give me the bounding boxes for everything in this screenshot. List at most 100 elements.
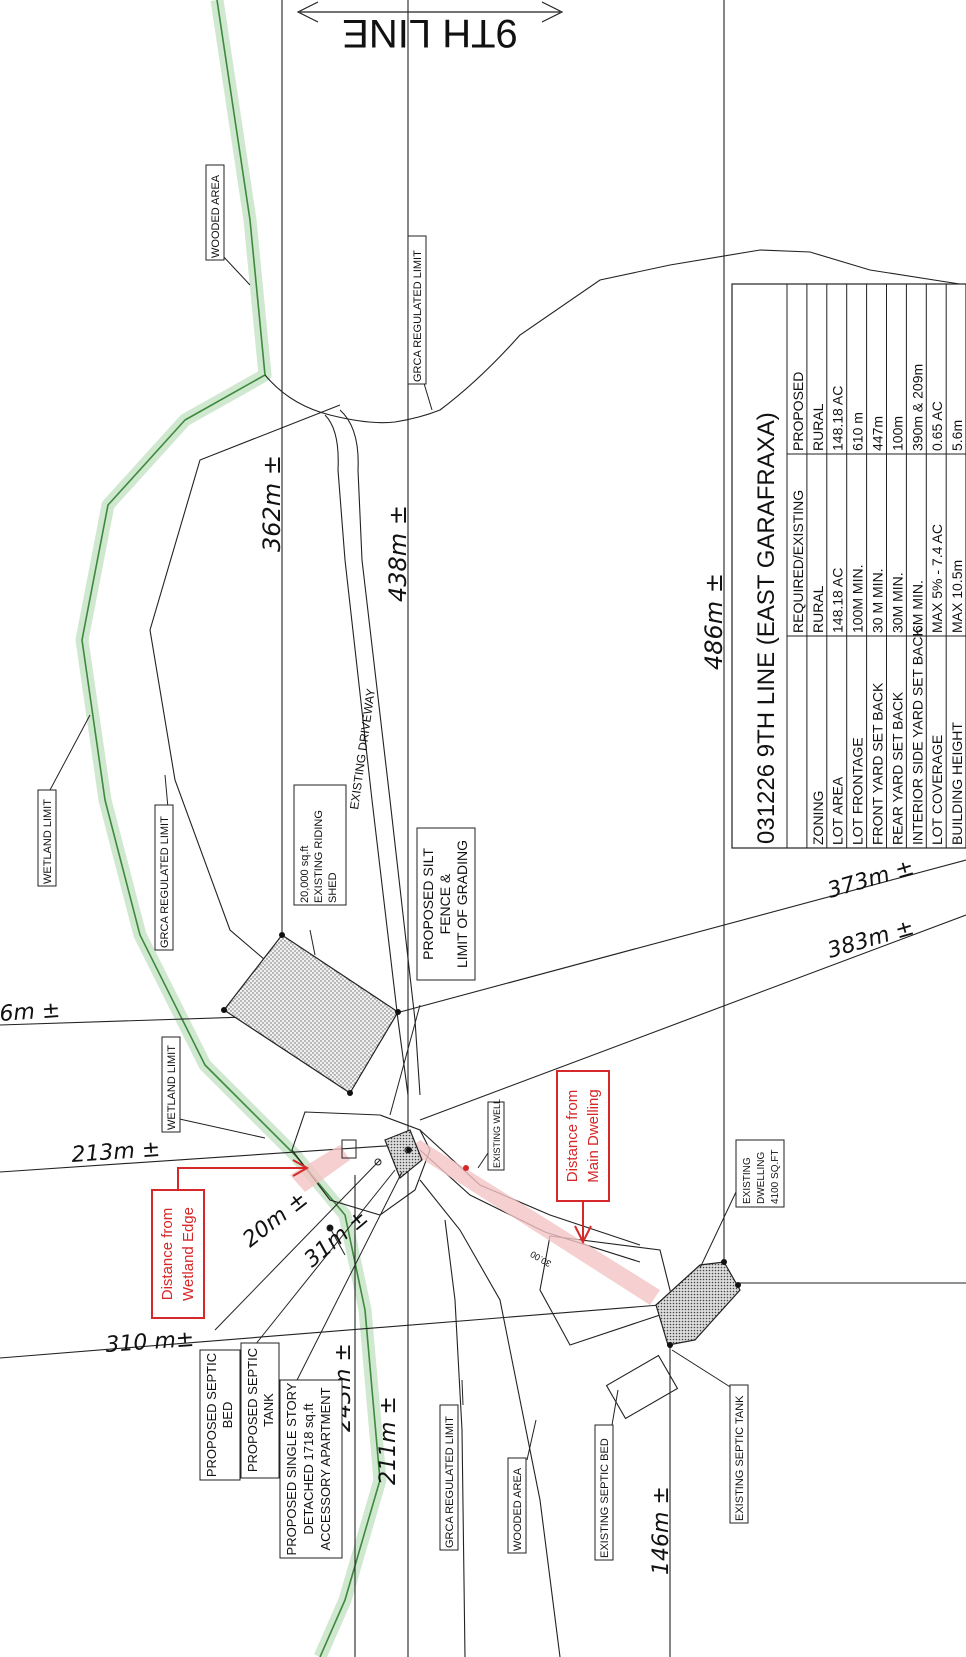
- table-cell: 100M MIN.: [850, 565, 866, 633]
- riding-shed: [221, 932, 401, 1096]
- svg-text:Distance from: Distance from: [159, 1208, 176, 1301]
- dim-20: 20m ±: [238, 1187, 312, 1253]
- svg-text:GRCA REGULATED LIMIT: GRCA REGULATED LIMIT: [412, 250, 424, 382]
- wooded-area-label-2: WOODED AREA: [507, 1457, 527, 1554]
- existing-driveway-label: EXISTING DRIVEWAY: [347, 688, 378, 811]
- grca-limit-label-3: GRCA REGULATED LIMIT: [439, 1404, 459, 1551]
- svg-text:WOODED AREA: WOODED AREA: [512, 1467, 524, 1551]
- svg-text:EXISTING WELL: EXISTING WELL: [492, 1099, 502, 1168]
- svg-text:DETACHED 1718 sq.ft: DETACHED 1718 sq.ft: [301, 1403, 316, 1535]
- riding-shed-label: 20,000 sq.ft EXISTING RIDING SHED: [293, 784, 347, 906]
- table-cell: 30 M MIN.: [870, 568, 886, 633]
- svg-text:WOODED AREA: WOODED AREA: [210, 174, 222, 258]
- table-cell: 390m & 209m: [909, 364, 925, 451]
- leader-lines: [49, 254, 737, 1461]
- dim-486: 486m ±: [700, 573, 728, 670]
- wetland-limit-label-1: WETLAND LIMIT: [37, 789, 57, 887]
- existing-dwelling-label: EXISTING DWELLING 4100 SQ.FT: [735, 1139, 785, 1208]
- svg-text:PROPOSED SEPTIC: PROPOSED SEPTIC: [245, 1348, 260, 1472]
- svg-text:Distance from: Distance from: [564, 1090, 581, 1183]
- svg-text:ACCESSORY APARTMENT: ACCESSORY APARTMENT: [318, 1387, 333, 1550]
- dim-213: 213m ±: [71, 1137, 161, 1168]
- existing-septic-bed-label: EXISTING SEPTIC BED: [594, 1424, 614, 1561]
- annotation-arrows: [177, 1159, 592, 1245]
- svg-text:PROPOSED SINGLE STORY: PROPOSED SINGLE STORY: [284, 1382, 299, 1555]
- grca-limit-label-2: GRCA REGULATED LIMIT: [154, 804, 174, 951]
- table-header-cell: PROPOSED: [790, 372, 806, 451]
- table-cell: 0.65 AC: [929, 401, 945, 451]
- table-cell: LOT COVERAGE: [929, 735, 945, 845]
- feature-labels: WOODED AREA GRCA REGULATED LIMIT WETLAND…: [37, 164, 785, 1561]
- proposed-apartment: [341, 1129, 423, 1179]
- svg-text:EXISTING SEPTIC TANK: EXISTING SEPTIC TANK: [734, 1395, 746, 1521]
- table-cell: BUILDING HEIGHT: [949, 722, 965, 845]
- svg-text:LIMIT OF GRADING: LIMIT OF GRADING: [454, 840, 470, 968]
- proposed-septic-tank-label: PROPOSED SEPTIC TANK: [240, 1342, 280, 1479]
- table-cell: 148.18 AC: [830, 568, 846, 633]
- wetland-limit-label-2: WETLAND LIMIT: [161, 1036, 181, 1133]
- distance-dwelling-label: Distance from Main Dwelling: [556, 1070, 610, 1202]
- svg-text:EXISTING: EXISTING: [742, 1157, 753, 1204]
- svg-text:WETLAND LIMIT: WETLAND LIMIT: [42, 799, 54, 884]
- dim-373: 373m ±: [825, 855, 917, 904]
- dim-310: 310 m±: [105, 1327, 195, 1358]
- table-cell: REAR YARD SET BACK: [889, 691, 905, 845]
- existing-dwelling: [655, 1259, 741, 1348]
- table-cell: ZONING: [810, 791, 826, 845]
- svg-text:EXISTING SEPTIC BED: EXISTING SEPTIC BED: [599, 1438, 611, 1558]
- existing-well-label: EXISTING WELL: [487, 1099, 505, 1171]
- distance-wetland-label: Distance from Wetland Edge: [151, 1189, 205, 1319]
- table-cell: 447m: [870, 416, 886, 451]
- svg-text:GRCA REGULATED LIMIT: GRCA REGULATED LIMIT: [444, 1416, 456, 1548]
- dim-383: 383m ±: [825, 915, 917, 964]
- svg-text:BED: BED: [220, 1402, 235, 1429]
- table-cell: 6M MIN.: [909, 580, 925, 633]
- road-name-label: 9TH LINE: [342, 11, 518, 55]
- table-cell: RURAL: [810, 585, 826, 633]
- table-cell: 148.18 AC: [830, 386, 846, 451]
- svg-text:PROPOSED SILT: PROPOSED SILT: [420, 848, 436, 960]
- zoning-table: 031226 9TH LINE (EAST GARAFRAXA) REQUIRE…: [731, 283, 966, 849]
- table-cell: 610 m: [850, 412, 866, 451]
- table-cell: LOT AREA: [830, 776, 846, 845]
- existing-septic-tank-label: EXISTING SEPTIC TANK: [729, 1384, 749, 1524]
- proposed-septic-bed-label: PROPOSED SEPTIC BED: [199, 1349, 241, 1481]
- table-cell: INTERIOR SIDE YARD SET BACK: [909, 627, 925, 845]
- svg-text:GRCA REGULATED LIMIT: GRCA REGULATED LIMIT: [159, 816, 171, 948]
- wooded-area-label-top: WOODED AREA: [205, 164, 225, 261]
- table-cell: MAX 10.5m: [949, 560, 965, 633]
- table-header-cell: REQUIRED/EXISTING: [790, 490, 806, 633]
- svg-text:PROPOSED SEPTIC: PROPOSED SEPTIC: [204, 1353, 219, 1477]
- svg-text:Wetland Edge: Wetland Edge: [180, 1207, 197, 1301]
- svg-text:DWELLING: DWELLING: [756, 1152, 767, 1204]
- silt-fence-label: PROPOSED SILT FENCE & LIMIT OF GRADING: [416, 827, 476, 981]
- svg-text:WETLAND LIMIT: WETLAND LIMIT: [166, 1045, 178, 1130]
- dim-438: 438m ±: [384, 505, 412, 602]
- svg-text:Main Dwelling: Main Dwelling: [585, 1089, 602, 1182]
- table-cell: LOT FRONTAGE: [850, 737, 866, 845]
- table-cell: 100m: [889, 416, 905, 451]
- dim-146: 146m ±: [649, 1486, 674, 1575]
- svg-text:4100 SQ.FT: 4100 SQ.FT: [770, 1150, 781, 1204]
- site-features: [214, 1146, 469, 1391]
- table-cell: 5.6m: [949, 420, 965, 451]
- single-story-label: PROPOSED SINGLE STORY DETACHED 1718 sq.f…: [279, 1379, 343, 1559]
- svg-text:EXISTING DRIVEWAY: EXISTING DRIVEWAY: [347, 688, 378, 811]
- table-cell: MAX 5% - 7.4 AC: [929, 524, 945, 633]
- svg-text:20,000 sq.ft: 20,000 sq.ft: [299, 846, 311, 904]
- road-arrow: 9TH LINE: [296, 1, 564, 55]
- grca-limit-label-top: GRCA REGULATED LIMIT: [407, 235, 427, 385]
- dim-30: 30.00: [528, 1249, 553, 1269]
- svg-text:TANK: TANK: [261, 1393, 276, 1427]
- table-cell: RURAL: [810, 403, 826, 451]
- zoning-table-title: 031226 9TH LINE (EAST GARAFRAXA): [753, 412, 780, 844]
- dim-211: 211m ±: [376, 1396, 401, 1485]
- table-cell: 30M MIN.: [889, 572, 905, 633]
- svg-text:EXISTING RIDING: EXISTING RIDING: [313, 810, 325, 903]
- dim-31: 31m ±: [300, 1205, 373, 1272]
- distance-highlights: [290, 1140, 660, 1305]
- svg-text:SHED: SHED: [327, 872, 339, 903]
- existing-septic-bed: [605, 1354, 679, 1420]
